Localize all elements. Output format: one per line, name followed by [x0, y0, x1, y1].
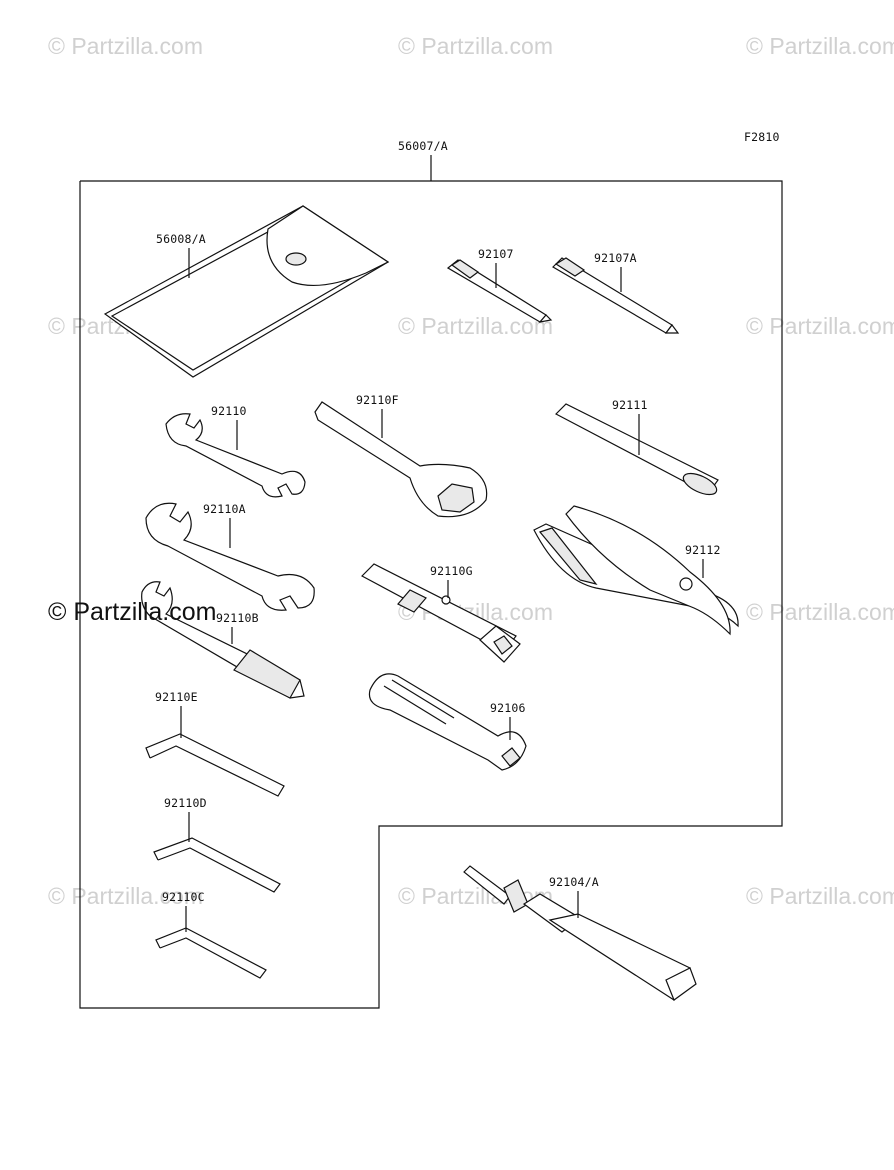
callout-92110C[interactable]: 92110C	[162, 890, 205, 904]
watermark-overlay: © Partzilla.com	[48, 598, 216, 626]
socket-wrench-92110G: 92110G	[361, 563, 521, 663]
callout-92107[interactable]: 92107	[478, 247, 514, 261]
callout-56007A[interactable]: 56007/A	[398, 139, 448, 153]
spanner-92110B: 92110B	[141, 581, 305, 699]
hex-key-92110E: 92110E	[145, 690, 285, 797]
watermark: © Partzilla.com	[746, 33, 894, 59]
watermark: © Partzilla.com	[398, 33, 553, 59]
hex-key-92110D: 92110D	[153, 796, 281, 893]
watermark: © Partzilla.com	[398, 313, 553, 339]
figure-code: F2810	[744, 130, 780, 144]
callout-92106[interactable]: 92106	[490, 701, 526, 715]
watermark: © Partzilla.com	[48, 33, 203, 59]
watermark: © Partzilla.com	[746, 883, 894, 909]
screwdriver-bit-92107A: 92107A	[552, 251, 680, 334]
grease-tube-92104A: 92104/A	[463, 865, 697, 1001]
callout-92110D[interactable]: 92110D	[164, 796, 207, 810]
callout-92104A[interactable]: 92104/A	[549, 875, 599, 889]
callout-56008A[interactable]: 56008/A	[156, 232, 206, 246]
screwdriver-bit-92107: 92107	[446, 247, 553, 323]
callout-92110A[interactable]: 92110A	[203, 502, 246, 516]
watermark: © Partzilla.com	[48, 883, 203, 909]
callout-92110F[interactable]: 92110F	[356, 393, 399, 407]
callout-92110B[interactable]: 92110B	[216, 611, 259, 625]
box-wrench-92110F: 92110F	[314, 393, 488, 518]
wrench-92110A: 92110A	[145, 502, 315, 611]
wrench-92110: 92110	[165, 404, 306, 498]
callout-92111[interactable]: 92111	[612, 398, 648, 412]
watermark: © Partzilla.com	[746, 599, 894, 625]
tool-pouch: 56008/A	[103, 205, 390, 378]
callout-92110E[interactable]: 92110E	[155, 690, 198, 704]
extension-handle-92111: 92111	[554, 398, 719, 496]
watermark: © Partzilla.com	[746, 313, 894, 339]
callout-92107A[interactable]: 92107A	[594, 251, 637, 265]
hex-key-92110C: 92110C	[155, 890, 267, 979]
pliers-92112: 92112	[533, 505, 739, 636]
callout-92110G[interactable]: 92110G	[430, 564, 473, 578]
kit-frame: 56007/A	[79, 139, 783, 1009]
callout-92110[interactable]: 92110	[211, 404, 247, 418]
driver-grip-92106: 92106	[368, 673, 527, 771]
callout-92112[interactable]: 92112	[685, 543, 721, 557]
